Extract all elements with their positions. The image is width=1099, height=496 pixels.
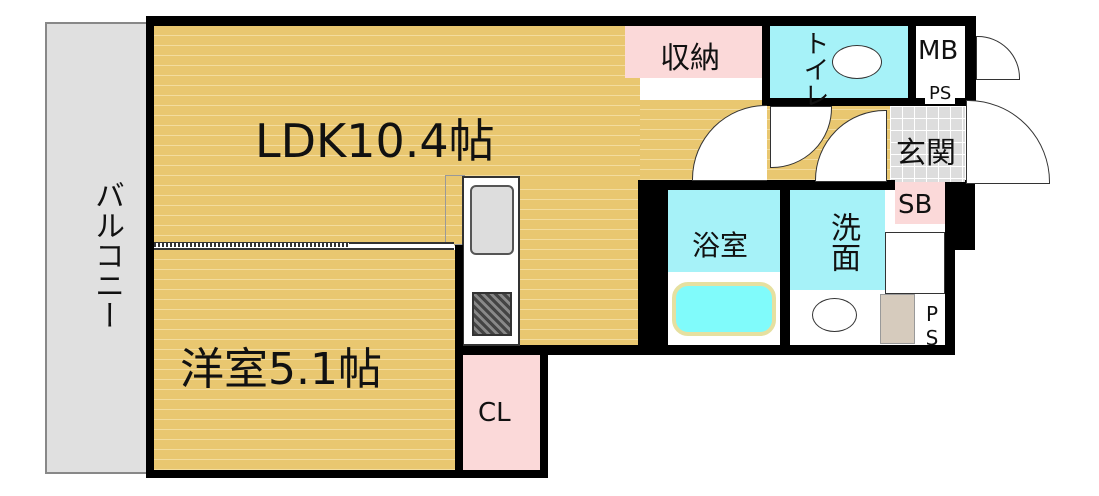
western-room-label: 洋室5.1帖 (180, 344, 382, 395)
outer-wall (146, 16, 154, 478)
western-room-floor (154, 250, 456, 470)
interior-wall (762, 16, 770, 106)
washroom (790, 190, 885, 290)
closet (463, 355, 540, 470)
ldk-floor (520, 180, 640, 345)
outer-wall (146, 470, 546, 478)
interior-wall (908, 16, 916, 106)
bath-label: 浴室 (692, 229, 749, 262)
kitchen-sink (470, 185, 514, 255)
entrance-label: 玄関 (896, 136, 956, 171)
interior-wall (770, 98, 970, 106)
interior-wall (638, 180, 668, 350)
outer-wall (945, 240, 955, 355)
interior-wall (638, 180, 895, 190)
interior-wall (455, 245, 463, 475)
balcony (45, 22, 149, 474)
storage-shelf (880, 294, 915, 344)
entrance-door[interactable] (966, 100, 1050, 184)
storage (625, 26, 765, 78)
outer-wall (146, 16, 976, 26)
mb-label: MB (918, 36, 959, 66)
outer-wall (455, 345, 955, 355)
toilet-icon (832, 45, 882, 79)
shoe-box (895, 182, 945, 224)
stove-icon (472, 292, 512, 336)
ps-top-label: PS (925, 83, 956, 104)
outer-wall (945, 180, 975, 250)
outer-wall (540, 345, 548, 478)
closet-label: CL (478, 398, 511, 428)
balcony-label: バルコニー (89, 180, 124, 330)
ldk-label: LDK10.4帖 (255, 114, 495, 168)
sb-label: SB (898, 190, 933, 220)
washroom-label: 洗面 (825, 212, 860, 272)
storage-label: 収納 (660, 41, 720, 76)
sliding-door[interactable] (154, 243, 349, 247)
outer-wall (965, 16, 976, 106)
toilet-label: トイレ (799, 30, 829, 108)
mb (916, 26, 965, 81)
ps-right-label: PS (920, 302, 944, 350)
mb-door[interactable] (976, 36, 1020, 80)
bathtub-icon (672, 282, 776, 336)
washbasin-icon (812, 298, 857, 332)
entrance (890, 106, 965, 182)
washing-machine-space (885, 232, 945, 294)
interior-wall (780, 190, 790, 350)
